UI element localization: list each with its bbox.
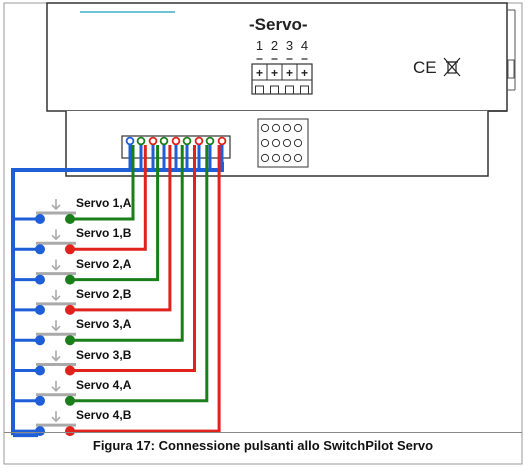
plus-sign: + bbox=[271, 66, 278, 80]
signal-wire bbox=[70, 145, 196, 372]
button-arrow-icon bbox=[51, 204, 61, 211]
plus-sign: + bbox=[286, 66, 293, 80]
header-pin bbox=[282, 138, 292, 148]
button-label: Servo 3,B bbox=[76, 347, 132, 362]
signal-wire bbox=[70, 145, 172, 312]
push-buttons bbox=[35, 199, 76, 437]
button-label: Servo 1,B bbox=[76, 226, 132, 241]
ce-mark: CE bbox=[413, 58, 437, 77]
wires bbox=[11, 145, 224, 438]
button-arrow-icon bbox=[51, 234, 61, 241]
button-arrow-icon bbox=[51, 386, 61, 392]
button-arrow-icon bbox=[51, 355, 61, 362]
button-terminal-signal bbox=[65, 214, 75, 224]
crossed-bin-icon bbox=[443, 57, 461, 77]
signal-wire bbox=[70, 145, 135, 221]
housing-clip bbox=[507, 59, 515, 79]
button-label: Servo 2,A bbox=[76, 256, 132, 271]
header-pin bbox=[282, 153, 292, 163]
button-terminal-common bbox=[35, 214, 45, 224]
button-terminal-common bbox=[35, 426, 45, 437]
header-pin bbox=[271, 138, 281, 148]
signal-wire bbox=[70, 145, 147, 251]
servo-channel-number: 2 bbox=[271, 38, 278, 53]
connector-pin bbox=[205, 136, 215, 146]
signal-wire bbox=[70, 145, 160, 282]
header-pin bbox=[271, 123, 281, 133]
pin-header-grid bbox=[257, 118, 309, 168]
button-terminal-common bbox=[35, 335, 45, 346]
connector-pin bbox=[136, 136, 146, 146]
figure-caption: Figura 17: Connessione pulsanti allo Swi… bbox=[92, 438, 434, 453]
servo-channel-number: 4 bbox=[301, 38, 308, 53]
header-pin bbox=[260, 123, 270, 133]
header-pin bbox=[293, 153, 303, 163]
header-pin bbox=[282, 123, 292, 133]
header-pin bbox=[293, 123, 303, 133]
signal-wire bbox=[70, 145, 209, 403]
button-terminal-signal bbox=[65, 274, 75, 285]
connector-pin bbox=[148, 136, 158, 146]
button-terminal-signal bbox=[65, 426, 75, 437]
terminal-slot bbox=[285, 85, 294, 94]
button-arrow-icon bbox=[51, 325, 61, 332]
header-pin bbox=[260, 138, 270, 148]
connector-pin bbox=[194, 136, 204, 146]
servo-header-title: -Servo- bbox=[249, 15, 308, 34]
plus-sign: + bbox=[256, 66, 263, 80]
button-label: Servo 2,B bbox=[76, 286, 132, 301]
terminal-slot bbox=[270, 85, 279, 94]
servo-channel-number: 3 bbox=[286, 38, 293, 53]
button-label: Servo 1,A bbox=[76, 196, 132, 210]
connector-pin bbox=[217, 136, 227, 146]
button-terminal-common bbox=[35, 244, 45, 255]
header-pin bbox=[293, 138, 303, 148]
button-label: Servo 3,A bbox=[76, 317, 132, 332]
header-pin bbox=[271, 153, 281, 163]
terminal-slot bbox=[300, 85, 309, 94]
button-terminal-signal bbox=[65, 244, 75, 255]
button-label: Servo 4,B bbox=[76, 408, 132, 423]
header-pin bbox=[260, 153, 270, 163]
button-terminal-signal bbox=[65, 304, 75, 315]
connector-pin bbox=[125, 136, 135, 146]
caption-box: Figura 17: Connessione pulsanti allo Swi… bbox=[4, 432, 522, 465]
button-terminal-signal bbox=[65, 365, 75, 376]
button-arrow-icon bbox=[51, 265, 61, 271]
terminal-slot bbox=[255, 85, 264, 94]
button-terminal-signal bbox=[65, 395, 75, 406]
connector-pin bbox=[159, 136, 169, 146]
connector-pin bbox=[182, 136, 192, 146]
button-terminal-signal bbox=[65, 335, 75, 346]
button-terminal-common bbox=[35, 365, 45, 376]
button-label: Servo 4,A bbox=[76, 377, 132, 392]
button-arrow-icon bbox=[51, 416, 61, 423]
servo-connector: 1 +2 +3 +4 + bbox=[251, 38, 313, 95]
button-terminal-common bbox=[35, 395, 45, 406]
button-terminal-common bbox=[35, 304, 45, 315]
button-terminal-common bbox=[35, 274, 45, 285]
signal-wire bbox=[70, 145, 221, 433]
signal-wire bbox=[70, 145, 184, 342]
plus-sign: + bbox=[301, 66, 308, 80]
servo-channel-number: 1 bbox=[256, 38, 263, 53]
button-arrow-icon bbox=[51, 295, 61, 302]
connector-pin bbox=[171, 136, 181, 146]
